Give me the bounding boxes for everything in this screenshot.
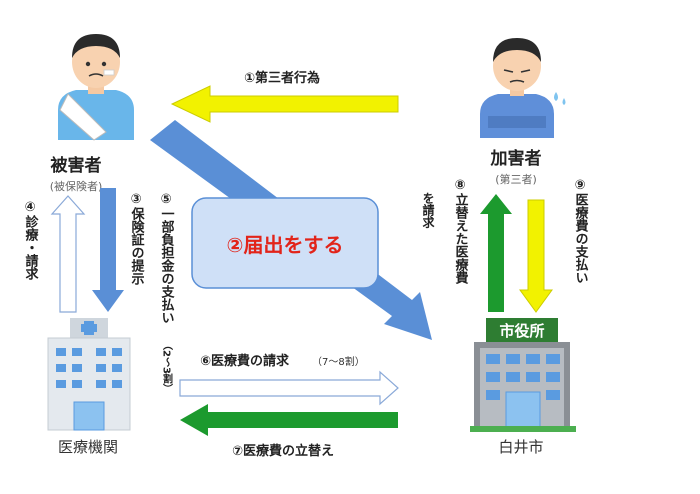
label-claim-medical-fees-note: （7〜8割） (312, 355, 365, 368)
label-claim-medical-fees: ⑥医療費の請求 (200, 353, 290, 369)
label-copay-note: （2〜3割） (161, 340, 174, 394)
label-pay-medical-fees: ⑨医療費の支払い (573, 178, 590, 284)
city-hall-building-icon: 市役所 (470, 318, 576, 432)
assailant-sublabel: (第三者) (495, 172, 537, 186)
label-copay: ⑤一部負担金の支払い (159, 192, 176, 324)
arrow-third-party-act (172, 86, 398, 122)
label-show-insurance-card: ③保険証の提示 (129, 192, 146, 286)
label-third-party-act: ①第三者行為 (244, 70, 320, 86)
city-label: 白井市 (498, 438, 543, 456)
assailant-label: 加害者 (490, 148, 542, 169)
hospital-building-icon (48, 318, 130, 430)
arrow-pay-medical-fees (520, 200, 552, 312)
city-hall-sign: 市役所 (499, 322, 544, 340)
notification-label: ②届出をする (227, 233, 344, 257)
victim-sublabel: (被保険者) (50, 179, 103, 193)
label-advance-medical-fees: ⑦医療費の立替え (232, 443, 334, 459)
label-treatment-claim: ④診療・請求 (23, 200, 39, 281)
label-claim-advanced-fees: ⑧立替えた医療費 (453, 178, 469, 285)
injured-person-icon (58, 34, 134, 140)
label-claim-advanced-fees-note: を請求 (421, 192, 435, 229)
worried-person-icon (480, 38, 566, 138)
arrow-show-insurance-card (92, 188, 124, 312)
arrow-claim-medical-fees (180, 372, 398, 404)
hospital-label: 医療機関 (58, 438, 118, 456)
victim-label: 被害者 (51, 155, 102, 176)
arrow-advance-medical-fees (180, 404, 398, 436)
arrow-claim-advanced-fees (480, 194, 512, 312)
arrow-treatment-claim (52, 196, 84, 312)
notification-box: ②届出をする (192, 198, 378, 288)
